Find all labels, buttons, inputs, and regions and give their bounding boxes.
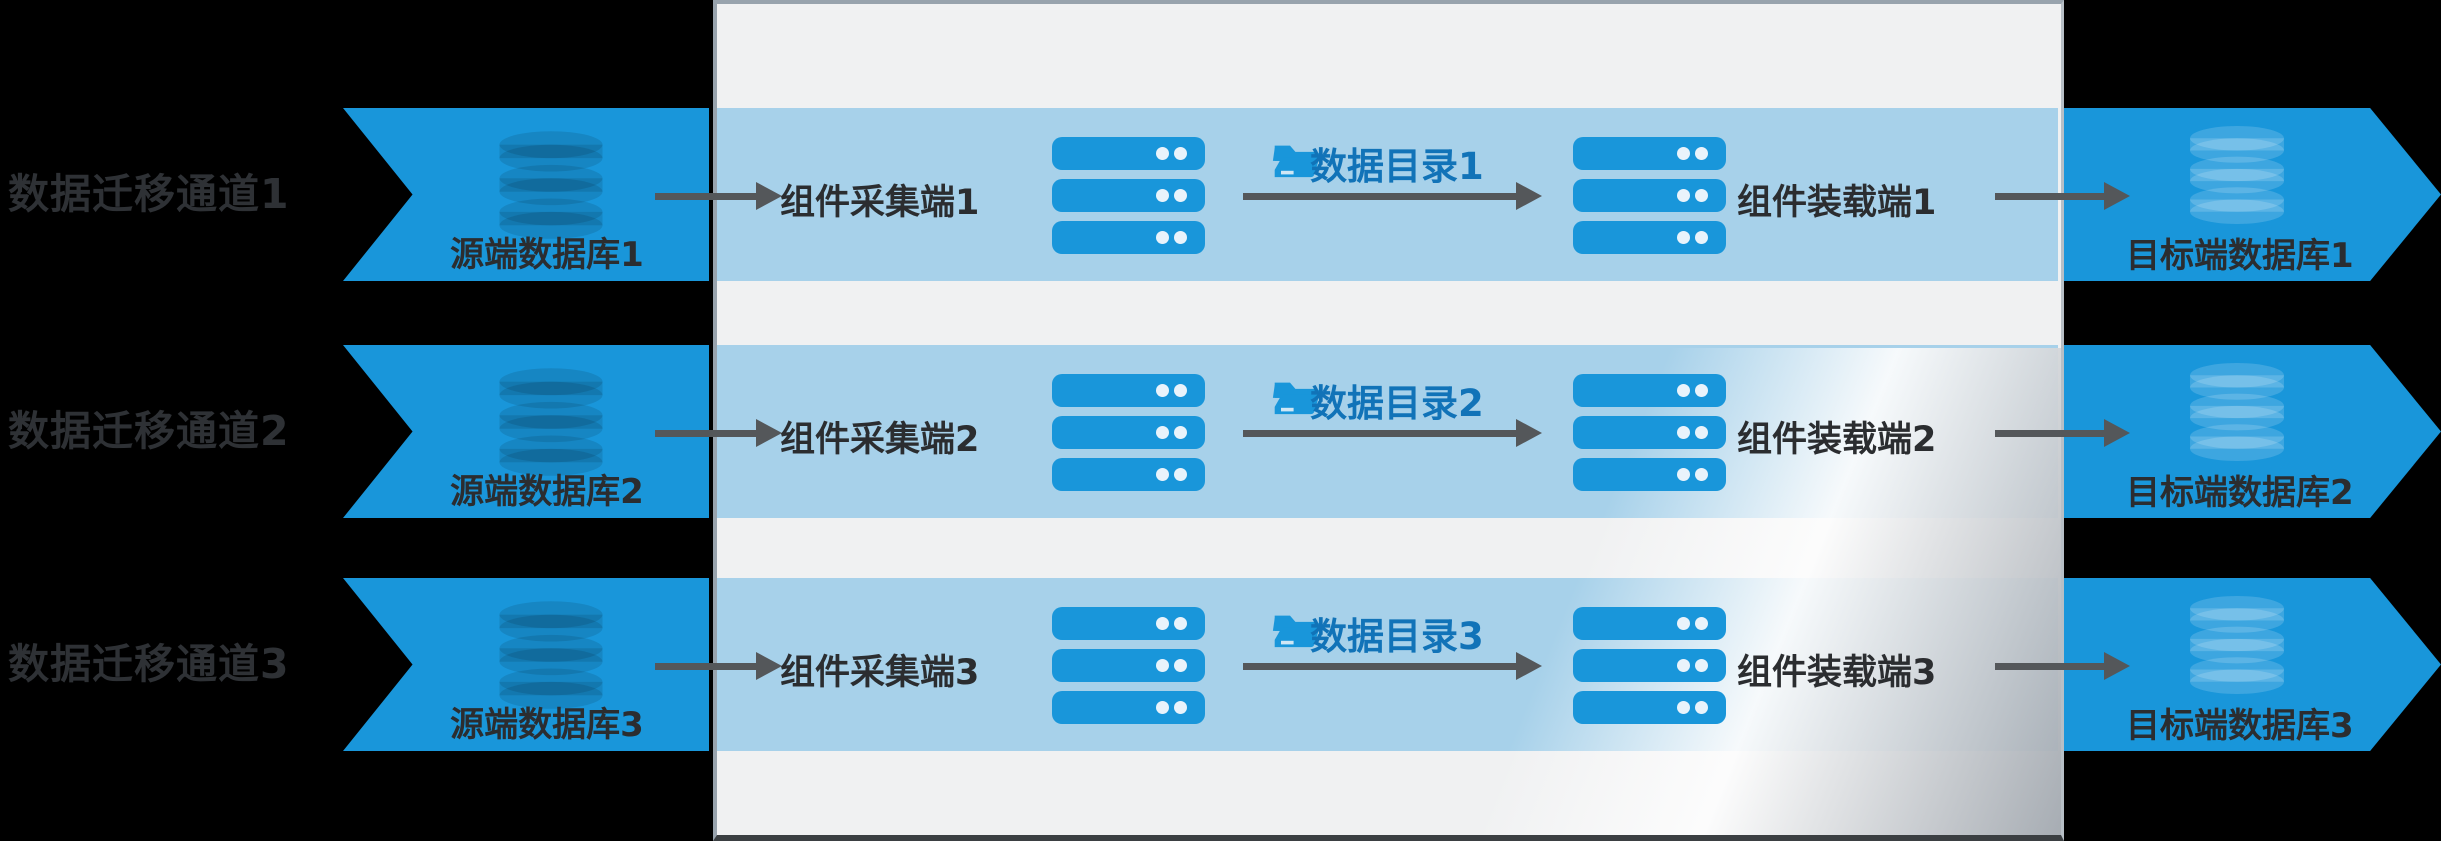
source-db-label: 源端数据库3 (450, 705, 644, 745)
migration-channel-row-2: 数据迁移通道2 源端数据库2 组件采集端2 数据目录2 组件装载端2 目标端数据… (0, 345, 2441, 518)
server-stack-icon (1573, 137, 1726, 263)
server-slat (1052, 416, 1205, 449)
target-db-label: 目标端数据库3 (2126, 706, 2354, 746)
target-db-label: 目标端数据库2 (2126, 473, 2354, 513)
loader-label: 组件装载端1 (1737, 183, 1937, 223)
database-cylinder-icon (499, 601, 603, 709)
target-arrow: 目标端数据库3 (2064, 578, 2441, 751)
server-stack-icon (1052, 607, 1205, 733)
open-folder-icon (1272, 145, 1320, 178)
server-slat (1052, 691, 1205, 724)
catalog-label: 数据目录1 (1310, 145, 1484, 188)
server-slat (1573, 607, 1726, 640)
server-slat (1573, 649, 1726, 682)
catalog-label: 数据目录3 (1310, 615, 1484, 658)
catalog-label: 数据目录2 (1310, 382, 1484, 425)
server-slat (1573, 416, 1726, 449)
open-folder-icon (1272, 615, 1320, 648)
database-cylinder-icon (499, 131, 603, 239)
server-slat (1573, 137, 1726, 170)
server-slat (1573, 179, 1726, 212)
collector-label: 组件采集端2 (780, 420, 980, 460)
server-stack-icon (1052, 137, 1205, 263)
collector-label: 组件采集端3 (780, 653, 980, 693)
server-slat (1573, 458, 1726, 491)
panel-corner-sheen (1442, 348, 2061, 835)
channel-label: 数据迁移通道1 (8, 170, 290, 218)
server-slat (1573, 691, 1726, 724)
channel-label: 数据迁移通道2 (8, 407, 290, 455)
server-stack-icon (1573, 607, 1726, 733)
database-cylinder-icon (499, 368, 603, 476)
server-slat (1573, 374, 1726, 407)
target-db-label: 目标端数据库1 (2126, 236, 2354, 276)
database-cylinder-icon (2190, 596, 2284, 694)
migration-channel-row-3: 数据迁移通道3 源端数据库3 组件采集端3 数据目录3 组件装载端3 目标端数据… (0, 578, 2441, 751)
database-cylinder-icon (2190, 363, 2284, 461)
channel-label: 数据迁移通道3 (8, 640, 290, 688)
source-db-label: 源端数据库1 (450, 235, 644, 275)
source-db-label: 源端数据库2 (450, 472, 644, 512)
server-slat (1052, 374, 1205, 407)
server-slat (1052, 649, 1205, 682)
loader-label: 组件装载端3 (1737, 653, 1937, 693)
migration-channel-row-1: 数据迁移通道1 源端数据库1 组件采集端1 数据目录1 组件装载端1 目标端数据… (0, 108, 2441, 281)
open-folder-icon (1272, 382, 1320, 415)
collector-label: 组件采集端1 (780, 183, 980, 223)
server-slat (1052, 137, 1205, 170)
database-cylinder-icon (2190, 126, 2284, 224)
server-stack-icon (1052, 374, 1205, 500)
server-stack-icon (1573, 374, 1726, 500)
loader-label: 组件装载端2 (1737, 420, 1937, 460)
server-slat (1052, 221, 1205, 254)
server-slat (1052, 179, 1205, 212)
server-slat (1573, 221, 1726, 254)
server-slat (1052, 607, 1205, 640)
server-slat (1052, 458, 1205, 491)
